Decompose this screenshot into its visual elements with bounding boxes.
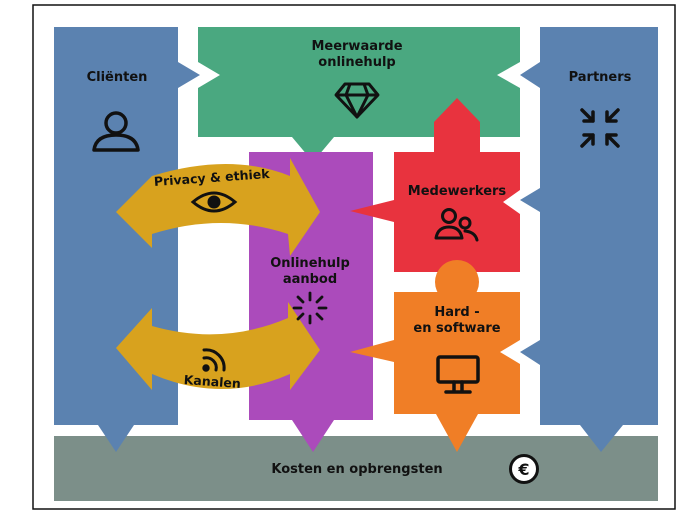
hardware-label-line1: Hard - <box>434 305 479 320</box>
loading-spinner-icon <box>292 291 328 325</box>
diamond-icon <box>334 82 380 119</box>
euro-icon: € <box>509 454 539 484</box>
outer-frame <box>32 4 676 510</box>
meerwaarde-label-line2: onlinehulp <box>318 55 395 70</box>
svg-text:€: € <box>517 460 529 479</box>
monitor-icon <box>436 355 480 394</box>
clienten-column <box>54 27 200 452</box>
clienten-label: Cliënten <box>87 70 148 85</box>
hardware-label-line2: en software <box>413 321 500 336</box>
kanalen-arc-shape <box>116 302 320 390</box>
kosten-bar <box>54 436 658 501</box>
hardware-block <box>350 260 520 452</box>
onlinehulp-label-line1: Onlinehulp <box>270 256 350 271</box>
partners-block <box>520 27 658 452</box>
meerwaarde-label-line1: Meerwaarde <box>311 39 402 54</box>
kanalen-arc <box>116 302 320 390</box>
eye-icon <box>190 191 238 213</box>
clienten-block <box>54 27 200 452</box>
compress-arrows-icon <box>580 108 620 148</box>
medewerkers-shape <box>350 98 520 272</box>
hardware-shape <box>350 292 520 452</box>
medewerkers-label: Medewerkers <box>408 184 507 199</box>
kosten-label: Kosten en opbrengsten <box>271 462 442 477</box>
partners-label: Partners <box>569 70 632 85</box>
user-icon <box>92 111 140 152</box>
rss-feed-icon <box>202 348 226 372</box>
kosten-block <box>54 436 658 501</box>
medewerkers-block <box>350 98 520 272</box>
onlinehulp-label-line2: aanbod <box>283 272 337 287</box>
users-icon <box>434 208 479 242</box>
kanalen-label: Kanalen <box>183 372 241 391</box>
partners-column <box>520 27 658 452</box>
